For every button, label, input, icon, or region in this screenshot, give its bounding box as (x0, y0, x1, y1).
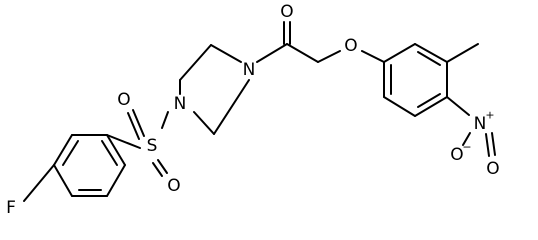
bond-carbonyl-ch2 (286, 43, 319, 63)
atom-labels: O N N O S O O F N + O − O (6, 2, 500, 218)
bond-fp-3 (53, 164, 73, 197)
bond-pip-4 (193, 111, 215, 135)
bonds (23, 21, 496, 202)
bond-pip-1 (210, 44, 242, 63)
bond-fp-2 (53, 134, 73, 166)
bond-nitro-o2-a (485, 133, 490, 157)
bond-methyl (446, 43, 479, 63)
bond-fp-5 (106, 164, 126, 197)
atom-sulfonyl-o2: O (167, 176, 180, 196)
bond-ar-4 (414, 96, 448, 117)
bond-ar-inner-2 (417, 93, 441, 108)
atom-nitro-o2: O (486, 159, 499, 179)
bond-s-o2-a (157, 159, 168, 174)
bond-s-o2-b (152, 162, 163, 177)
bond-ch2-ether (317, 50, 341, 63)
bond-n-s (161, 111, 169, 129)
bond-s-aryl (106, 134, 141, 149)
atom-ether-o: O (344, 36, 357, 56)
bond-nitro-o2-b (491, 132, 496, 156)
bond-aryl-nitro (446, 96, 470, 116)
atom-nitro-o1-charge: − (462, 141, 471, 154)
bond-ar-2 (414, 43, 448, 63)
bond-nitro-o1 (462, 132, 471, 146)
bond-carbonyl-amide (256, 43, 288, 63)
bond-fp-inner-3 (101, 140, 118, 166)
atom-nitro-n-charge: + (485, 109, 494, 122)
bond-c-f (23, 164, 55, 202)
bond-ar-5 (383, 96, 416, 117)
bond-pip-5 (213, 79, 250, 135)
atom-sulfonyl-o1: O (117, 90, 130, 110)
bond-fp-6 (106, 134, 126, 166)
atom-nitro-n: N (474, 114, 487, 134)
bond-ar-inner-1 (417, 51, 441, 66)
bond-s-o1-a (132, 109, 145, 137)
bond-ether-aryl (361, 50, 385, 63)
atom-amide-n: N (243, 60, 256, 80)
bond-fp-inner-1 (62, 140, 79, 166)
atom-nitro-o1: O (450, 145, 463, 165)
atom-carbonyl-o: O (280, 2, 293, 22)
bond-s-o1-b (127, 112, 140, 140)
molecule-structure: O N N O S O O F N + O − O (6, 2, 500, 218)
bond-pip-2 (179, 44, 212, 81)
atom-sulfur: S (147, 136, 158, 156)
atom-sulfonyl-n: N (174, 94, 187, 114)
bond-ar-1 (383, 43, 416, 63)
atom-fluorine: F (6, 198, 16, 218)
